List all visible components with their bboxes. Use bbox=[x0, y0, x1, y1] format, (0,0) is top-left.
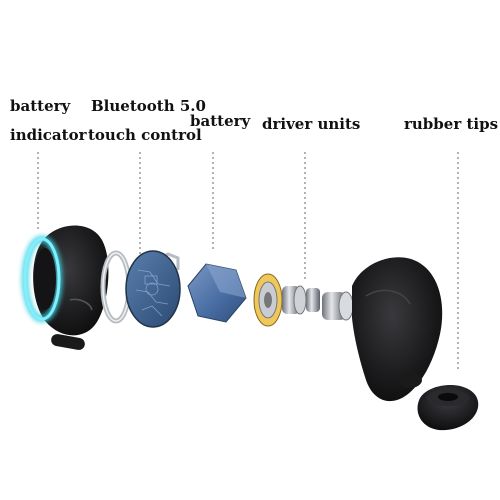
glow-ring-core bbox=[23, 237, 61, 321]
metal-cylinders bbox=[282, 285, 354, 321]
leader-lines bbox=[37, 152, 459, 372]
bluetooth-pcb bbox=[125, 250, 181, 328]
earbud-housing bbox=[352, 257, 443, 402]
indicator-shell bbox=[21, 225, 109, 336]
label-driver-units: driver units bbox=[262, 115, 361, 133]
driver-unit bbox=[253, 273, 283, 327]
label-rubber-tips: rubber tips bbox=[404, 115, 499, 133]
rubber-tip bbox=[417, 384, 479, 431]
faceplate-center bbox=[34, 248, 56, 310]
button-cap-piece bbox=[51, 334, 85, 350]
label-battery-indicator-line1: battery bbox=[10, 97, 71, 115]
label-bluetooth-line1: Bluetooth 5.0 bbox=[91, 97, 206, 115]
label-battery: battery bbox=[190, 112, 251, 130]
label-battery-indicator-line2: indicator bbox=[10, 126, 87, 144]
battery-cell bbox=[187, 263, 247, 323]
label-bluetooth-line2: touch control bbox=[88, 126, 202, 144]
